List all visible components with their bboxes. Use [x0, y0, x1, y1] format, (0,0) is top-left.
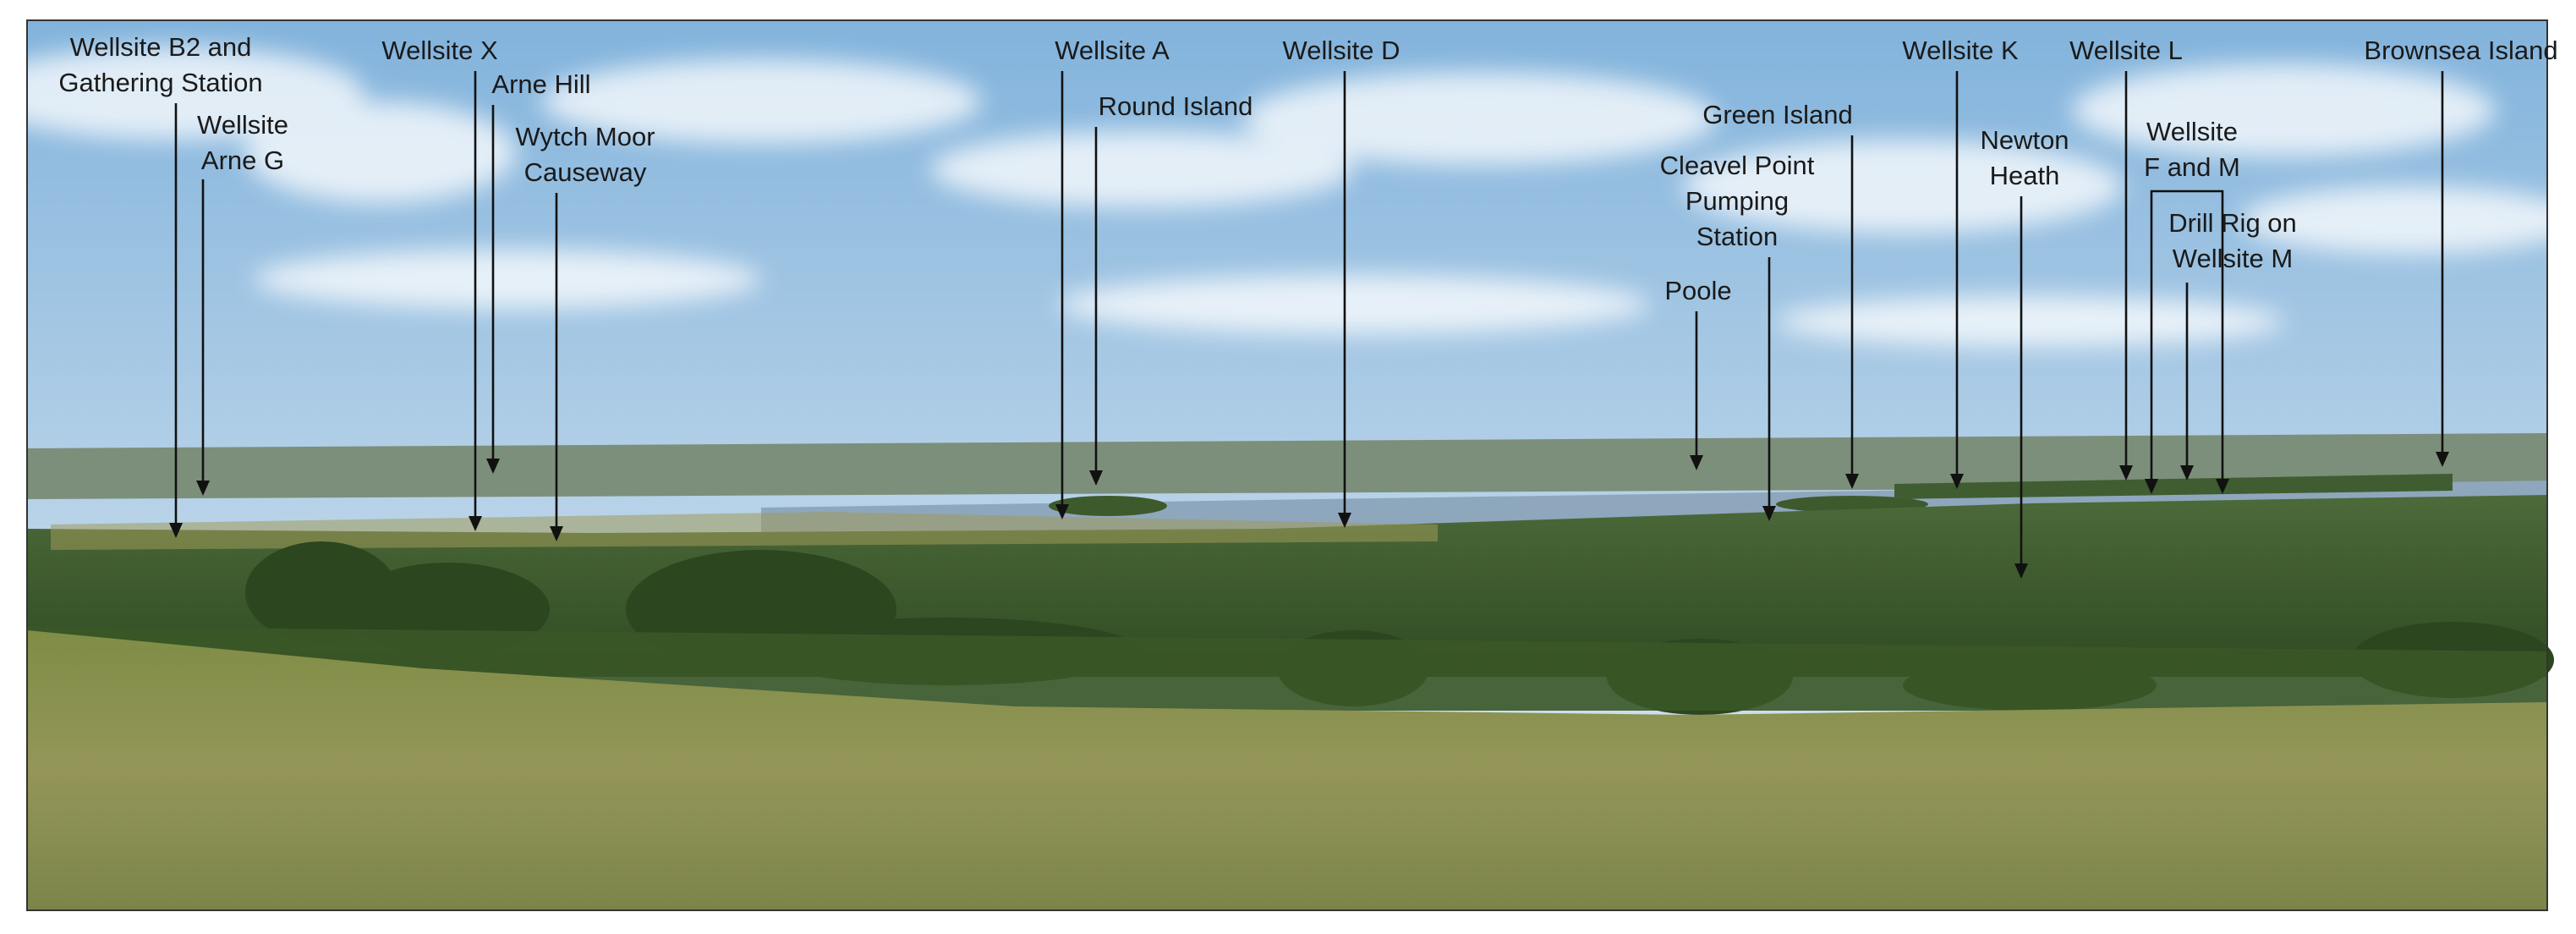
- wellsite-arne-g-line-1: Wellsite: [197, 110, 288, 140]
- label-arne-hill: Arne Hill: [486, 69, 591, 474]
- wellsite-k-text: Wellsite K: [1902, 36, 2019, 65]
- label-cleavel-point: Cleavel Point Pumping Station: [1660, 151, 1815, 521]
- label-wellsite-k: Wellsite K: [1902, 36, 2019, 489]
- label-drill-rig: Drill Rig on Wellsite M: [2168, 208, 2297, 481]
- wellsite-x-text: Wellsite X: [381, 36, 498, 65]
- label-wellsite-f-m: Wellsite F and M: [2144, 117, 2240, 494]
- distant-shore: [27, 433, 2547, 499]
- round-island: [1049, 496, 1167, 516]
- annotations: Wellsite B2 and Gathering Station Wellsi…: [58, 32, 2558, 579]
- wytch-moor-line-1: Wytch Moor: [515, 122, 655, 151]
- wellsite-arne-g-line-2: Arne G: [201, 146, 284, 175]
- wytch-moor-line-2: Causeway: [524, 157, 647, 187]
- newton-heath-line-1: Newton: [1980, 125, 2069, 155]
- brownsea-island-text: Brownsea Island: [2364, 36, 2557, 65]
- grass-field: [27, 630, 2547, 910]
- drill-rig-line-2: Wellsite M: [2173, 244, 2293, 273]
- wellsite-f-m-line-2: F and M: [2144, 152, 2240, 182]
- cleavel-point-line-2: Pumping: [1685, 186, 1789, 216]
- drill-rig-line-1: Drill Rig on: [2168, 208, 2297, 238]
- reed-flats: [51, 512, 1438, 550]
- label-newton-heath: Newton Heath: [1980, 125, 2069, 579]
- label-wellsite-b2: Wellsite B2 and Gathering Station: [58, 32, 263, 538]
- wellsite-b2-line-1: Wellsite B2 and: [70, 32, 252, 62]
- label-wellsite-d: Wellsite D: [1283, 36, 1400, 528]
- brownsea-island: [1894, 474, 2453, 499]
- wellsite-f-m-line-1: Wellsite: [2146, 117, 2238, 146]
- arne-hill-text: Arne Hill: [491, 69, 590, 99]
- panorama-photo: [0, 19, 2576, 911]
- label-wytch-moor: Wytch Moor Causeway: [515, 122, 655, 541]
- label-wellsite-arne-g: Wellsite Arne G: [196, 110, 288, 496]
- round-island-text: Round Island: [1099, 91, 1253, 121]
- label-brownsea-island: Brownsea Island: [2364, 36, 2558, 467]
- green-island-text: Green Island: [1702, 100, 1853, 129]
- label-poole: Poole: [1664, 276, 1732, 470]
- label-wellsite-a: Wellsite A: [1055, 36, 1170, 519]
- label-round-island: Round Island: [1089, 91, 1252, 486]
- clouds: [0, 47, 2576, 347]
- label-wellsite-x: Wellsite X: [381, 36, 498, 531]
- wellsite-a-text: Wellsite A: [1055, 36, 1170, 65]
- poole-text: Poole: [1664, 276, 1731, 305]
- label-wellsite-l: Wellsite L: [2069, 36, 2183, 481]
- cleavel-point-line-1: Cleavel Point: [1660, 151, 1815, 180]
- wellsite-d-text: Wellsite D: [1283, 36, 1400, 65]
- cleavel-point-line-3: Station: [1696, 222, 1779, 251]
- wellsite-b2-line-2: Gathering Station: [58, 68, 262, 97]
- newton-heath-line-2: Heath: [1990, 161, 2060, 190]
- wellsite-l-text: Wellsite L: [2069, 36, 2183, 65]
- label-green-island: Green Island: [1702, 100, 1859, 489]
